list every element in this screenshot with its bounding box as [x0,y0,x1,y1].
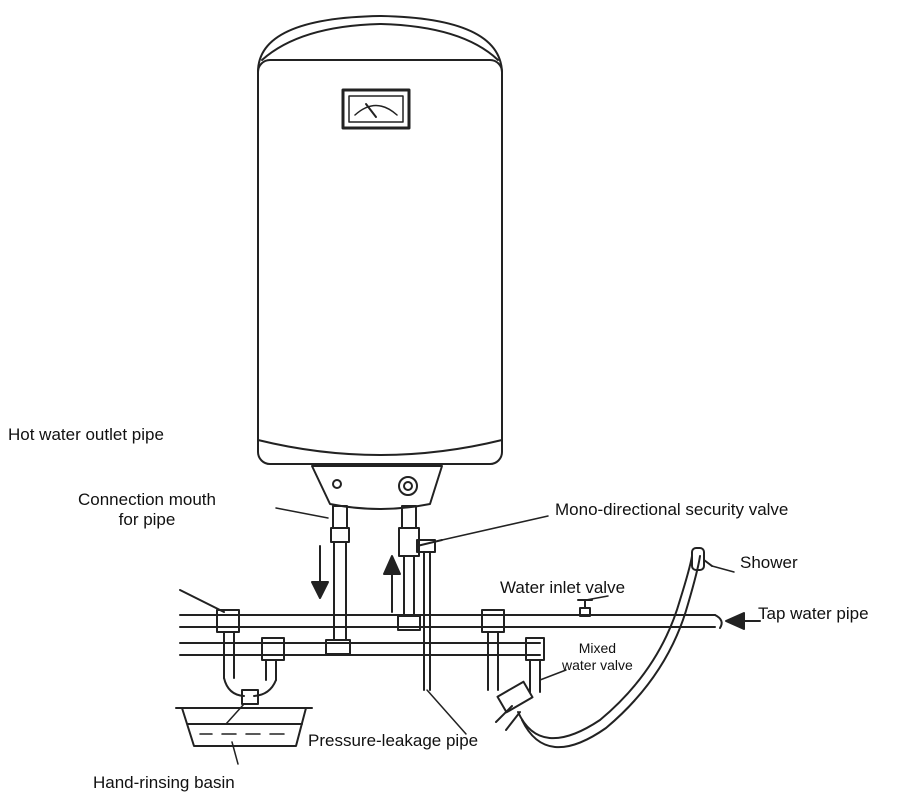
label-hand-rinsing-basin: Hand-rinsing basin [93,773,235,792]
label-mono-directional-security-valve: Mono-directional security valve [555,500,789,519]
leader-lines [225,507,735,765]
shower-head-icon [691,547,713,571]
water-inlet-valve [577,599,593,617]
label-mixed-water-valve: Mixed water valve [562,640,633,674]
label-mixed-water-valve-line2: water valve [562,657,633,673]
water-heater-tank [257,15,503,465]
label-hot-water-outlet-pipe: Hot water outlet pipe [8,425,164,444]
label-pressure-leakage-pipe: Pressure-leakage pipe [308,731,479,750]
cold-water-flow-arrow [383,555,401,613]
hot-water-outlet-pipe [325,505,351,655]
tap-water-flow-arrow [725,612,761,630]
left-pipe-tees [179,589,285,705]
tank-bottom-cover [311,465,443,510]
label-connection-mouth-line1: Connection mouth [78,490,216,509]
hot-water-flow-arrow [311,545,329,599]
label-water-inlet-valve: Water inlet valve [500,578,626,597]
temperature-gauge-icon [341,88,411,130]
label-tap-water-pipe: Tap water pipe [758,604,869,623]
mixed-water-valve [481,609,545,731]
label-connection-mouth-line2: for pipe [118,510,176,529]
mono-directional-security-valve [397,505,443,631]
label-shower: Shower [740,553,798,572]
pressure-leakage-pipe [423,551,431,691]
shower-hose [517,555,701,749]
hand-rinsing-basin [175,707,313,747]
label-mixed-water-valve-line1: Mixed [578,640,617,656]
lower-mixed-pipe [179,642,541,656]
upper-supply-pipe [179,614,723,629]
label-connection-mouth: Connection mouth for pipe [78,490,216,530]
